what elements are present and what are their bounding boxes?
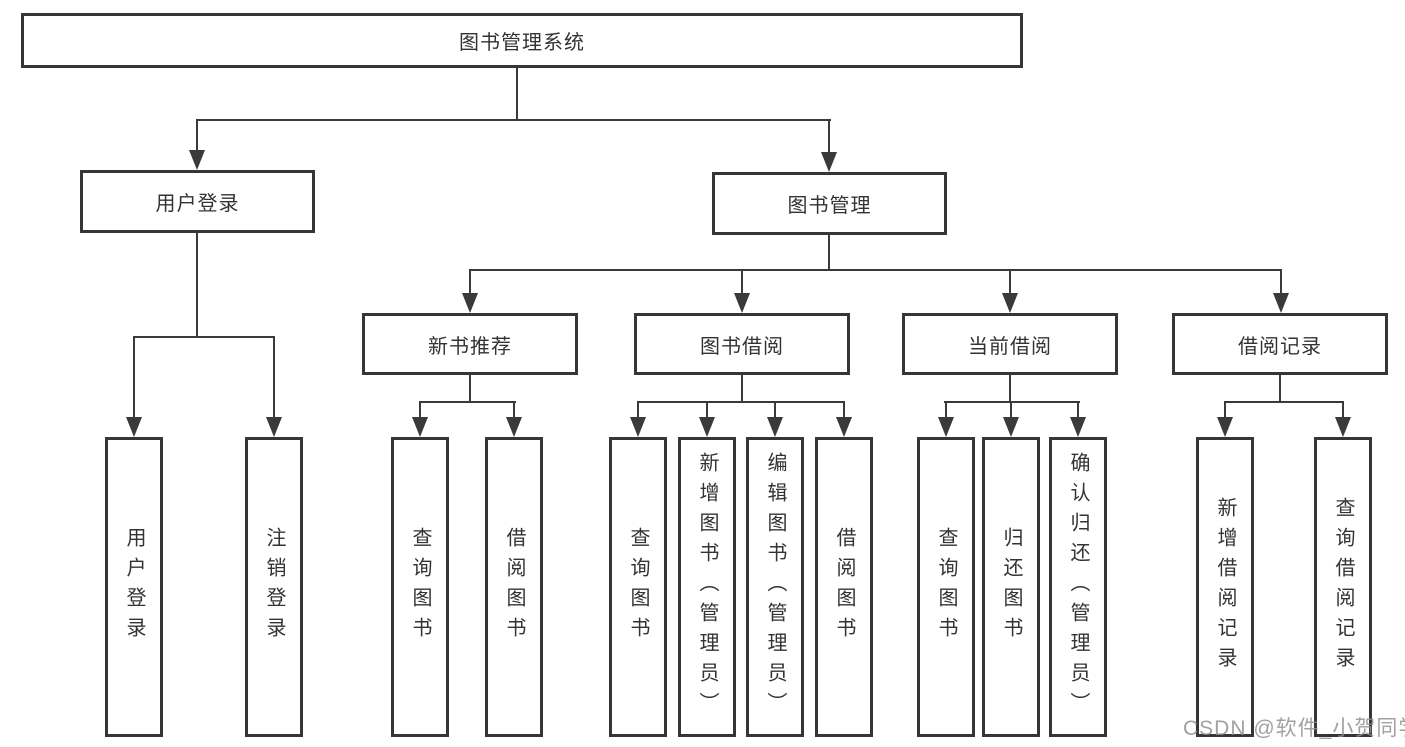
node-user-login: 用户登录 [80, 170, 315, 233]
node-label: 用户登录 [123, 527, 145, 647]
connector-line [516, 68, 518, 120]
connector-line [469, 375, 471, 403]
connector-line [513, 401, 515, 417]
arrowhead-down-icon [462, 293, 478, 313]
leaf-query-book-recommend: 查询图书 [391, 437, 449, 737]
leaf-logout: 注销登录 [245, 437, 303, 737]
arrowhead-down-icon [699, 417, 715, 437]
arrowhead-down-icon [1002, 293, 1018, 313]
node-label: 用户登录 [155, 193, 240, 215]
node-label: 归还图书 [1000, 527, 1022, 647]
connector-line [1009, 269, 1011, 295]
node-book-borrowing: 图书借阅 [634, 313, 850, 375]
connector-line [196, 233, 198, 337]
node-label: 当前借阅 [968, 335, 1052, 358]
connector-line [1077, 401, 1079, 417]
node-label: 图书管理 [787, 195, 872, 217]
connector-line [419, 401, 421, 417]
node-label: 借阅图书 [833, 527, 855, 647]
node-current-borrowing: 当前借阅 [902, 313, 1118, 375]
node-root: 图书管理系统 [21, 13, 1023, 68]
arrowhead-down-icon [1070, 417, 1086, 437]
node-label: 确认归还（管理员） [1067, 452, 1089, 722]
arrowhead-down-icon [266, 417, 282, 437]
connector-line [637, 401, 845, 403]
connector-line [741, 269, 743, 295]
node-label: 查询图书 [627, 527, 649, 647]
node-label: 借阅图书 [503, 527, 525, 647]
leaf-borrow-book: 借阅图书 [815, 437, 873, 737]
node-label: 新书推荐 [428, 335, 512, 358]
connector-line [828, 119, 830, 155]
leaf-query-borrow-record: 查询借阅记录 [1314, 437, 1372, 737]
node-label: 图书借阅 [700, 335, 784, 358]
node-label: 新增图书（管理员） [696, 452, 718, 722]
leaf-query-book-borrowing: 查询图书 [609, 437, 667, 737]
connector-line [1342, 401, 1344, 417]
connector-line [469, 269, 471, 295]
connector-line [945, 401, 947, 417]
connector-line [133, 336, 135, 418]
node-label: 查询图书 [409, 527, 431, 647]
arrowhead-down-icon [1217, 417, 1233, 437]
connector-line [774, 401, 776, 417]
node-label: 借阅记录 [1238, 335, 1322, 358]
arrowhead-down-icon [189, 150, 205, 170]
arrowhead-down-icon [767, 417, 783, 437]
arrowhead-down-icon [1335, 417, 1351, 437]
connector-line [944, 401, 1080, 403]
leaf-return-book: 归还图书 [982, 437, 1040, 737]
node-label: 图书管理系统 [459, 32, 585, 54]
arrowhead-down-icon [126, 417, 142, 437]
connector-line [1010, 401, 1012, 417]
connector-line [196, 119, 198, 153]
node-label: 查询借阅记录 [1332, 497, 1354, 677]
arrowhead-down-icon [412, 417, 428, 437]
connector-line [133, 336, 275, 338]
leaf-add-borrow-record: 新增借阅记录 [1196, 437, 1254, 737]
arrowhead-down-icon [821, 152, 837, 172]
arrowhead-down-icon [734, 293, 750, 313]
node-label: 新增借阅记录 [1214, 497, 1236, 677]
arrowhead-down-icon [630, 417, 646, 437]
connector-line [1279, 375, 1281, 403]
connector-line [1009, 375, 1011, 403]
connector-line [706, 401, 708, 417]
connector-line [828, 235, 830, 271]
connector-line [273, 336, 275, 418]
leaf-edit-book-admin: 编辑图书（管理员） [746, 437, 804, 737]
leaf-user-login: 用户登录 [105, 437, 163, 737]
arrowhead-down-icon [836, 417, 852, 437]
connector-line [637, 401, 639, 417]
connector-line [196, 119, 831, 121]
node-label: 编辑图书（管理员） [764, 452, 786, 722]
node-book-management: 图书管理 [712, 172, 947, 235]
node-new-book-recommend: 新书推荐 [362, 313, 578, 375]
leaf-confirm-return-admin: 确认归还（管理员） [1049, 437, 1107, 737]
node-borrowing-records: 借阅记录 [1172, 313, 1388, 375]
connector-line [741, 375, 743, 403]
connector-line [843, 401, 845, 417]
arrowhead-down-icon [1273, 293, 1289, 313]
arrowhead-down-icon [938, 417, 954, 437]
connector-line [1280, 269, 1282, 295]
leaf-query-book-current: 查询图书 [917, 437, 975, 737]
node-label: 查询图书 [935, 527, 957, 647]
watermark: CSDN @软件_小贺同学 [1183, 717, 1405, 740]
node-label: 注销登录 [263, 527, 285, 647]
arrowhead-down-icon [1003, 417, 1019, 437]
connector-line [419, 401, 516, 403]
arrowhead-down-icon [506, 417, 522, 437]
connector-line [1224, 401, 1344, 403]
connector-line [1224, 401, 1226, 417]
leaf-add-book-admin: 新增图书（管理员） [678, 437, 736, 737]
connector-line [469, 269, 1282, 271]
leaf-borrow-book-recommend: 借阅图书 [485, 437, 543, 737]
